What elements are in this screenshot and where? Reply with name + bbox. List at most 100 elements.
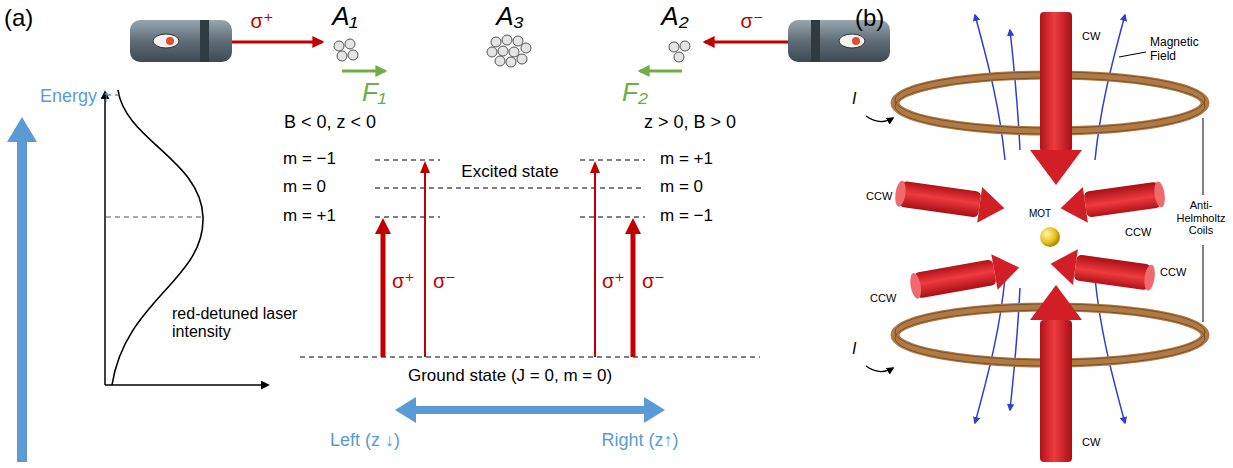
laser xyxy=(130,20,232,62)
rotation-label: CW xyxy=(1082,436,1100,449)
panel-label: (a) xyxy=(4,4,33,32)
rotation-label: CCW xyxy=(866,190,892,203)
current-label: I xyxy=(852,340,856,358)
transition-arrow-head xyxy=(375,218,391,234)
polarization-label: σ⁻ xyxy=(741,10,764,33)
beam-end xyxy=(1143,264,1157,291)
laser-beam-cylinder xyxy=(908,250,1023,305)
atom-label: A₂ xyxy=(661,2,688,32)
beam-arrow-head xyxy=(1048,246,1078,285)
beam-end xyxy=(1153,181,1167,208)
atom xyxy=(521,43,531,53)
force-label: F₂ xyxy=(622,78,648,108)
polarization-label: σ⁻ xyxy=(642,270,665,293)
callout-label: Magnetic Field xyxy=(1150,36,1214,64)
beam-arrow-head xyxy=(991,250,1022,290)
atom xyxy=(513,36,523,46)
field-sign-label: z > 0, B > 0 xyxy=(644,112,736,133)
beam-body xyxy=(1074,254,1152,290)
laser-beam-cylinder xyxy=(1040,320,1072,462)
rotation-label: CW xyxy=(1082,30,1100,43)
laser-beam xyxy=(705,41,788,44)
atom xyxy=(495,56,505,66)
sublevel-line xyxy=(375,159,440,161)
laser-band xyxy=(811,20,820,62)
callout-label: MOT xyxy=(1029,208,1051,220)
leader-line xyxy=(1119,52,1146,57)
polarization-label: σ⁻ xyxy=(433,270,456,293)
leader-line xyxy=(1203,118,1204,195)
state-label: Ground state (J = 0, m = 0) xyxy=(408,366,612,386)
sublevel-line xyxy=(580,216,645,218)
transition-arrow-head xyxy=(625,218,641,234)
atom xyxy=(348,50,358,60)
direction-label: Right (z↑) xyxy=(601,430,678,451)
atom-cluster xyxy=(334,39,358,61)
laser-window xyxy=(839,34,865,48)
rotation-label: CCW xyxy=(1125,226,1151,239)
sublevel-label: m = 0 xyxy=(283,177,326,197)
energy-levels xyxy=(300,160,760,357)
laser-band xyxy=(200,20,209,62)
polarization-label: σ⁺ xyxy=(251,10,274,33)
atom xyxy=(506,57,516,67)
transition-arrow xyxy=(594,172,596,357)
beam-arrow-head xyxy=(1030,285,1082,320)
energy-arrow-head xyxy=(7,117,37,142)
force-arrow xyxy=(640,70,682,73)
field-line xyxy=(1095,278,1125,423)
atom-cluster xyxy=(669,41,690,62)
ground-line xyxy=(300,356,760,358)
direction-arrow-head xyxy=(644,397,665,423)
sublevel-label: m = −1 xyxy=(660,206,713,226)
state-label: Excited state xyxy=(461,162,558,182)
panel-label: (b) xyxy=(855,4,884,32)
beam-end xyxy=(894,180,908,207)
laser-beam-cylinder xyxy=(1040,12,1072,152)
laser-body xyxy=(130,20,232,62)
transition-arrow xyxy=(631,232,636,357)
beam-arrow-head xyxy=(1030,150,1082,185)
transition-arrow xyxy=(424,172,426,357)
transition-arrow xyxy=(381,232,386,357)
atom xyxy=(334,41,344,51)
atom-label: A₁ xyxy=(332,2,358,32)
rotation-label: CCW xyxy=(1160,266,1186,279)
field-line xyxy=(975,278,1005,423)
leader-line xyxy=(1203,245,1204,322)
field-sign-label: B < 0, z < 0 xyxy=(284,112,376,133)
laser-beam xyxy=(232,41,322,44)
sublevel-line xyxy=(375,187,645,189)
beam-arrow-head xyxy=(977,187,1007,226)
beam-body xyxy=(1084,182,1162,218)
sublevel-label: m = +1 xyxy=(283,206,336,226)
atom xyxy=(680,41,690,51)
plot-axis xyxy=(104,92,106,385)
force-label: F₁ xyxy=(362,78,386,108)
curve-label: red-detuned laser intensity xyxy=(172,305,300,342)
atom xyxy=(517,54,527,64)
atom xyxy=(491,37,501,47)
laser-beam-cylinder xyxy=(1058,176,1167,226)
direction-label: Left (z ↓) xyxy=(330,430,400,451)
atom-cloud xyxy=(1040,227,1060,247)
callout-label: Anti-Helmholtz Coils xyxy=(1173,199,1229,237)
laser-dot xyxy=(166,37,174,45)
atom xyxy=(345,39,355,49)
laser-beam-cylinder xyxy=(893,175,1007,226)
polarization-label: σ⁺ xyxy=(602,270,625,293)
intensity-curve xyxy=(112,90,203,385)
transition-arrow-head xyxy=(420,161,430,173)
beam-end xyxy=(909,272,923,299)
axis-label: Energy ↑ xyxy=(40,86,111,107)
atom xyxy=(487,47,497,57)
field-line xyxy=(975,15,1005,160)
force-arrow xyxy=(342,70,385,73)
beam-body xyxy=(899,181,982,218)
atom xyxy=(509,47,519,57)
sublevel-label: m = −1 xyxy=(283,149,336,169)
direction-arrow-head xyxy=(395,397,416,423)
sublevel-label: m = 0 xyxy=(660,177,703,197)
